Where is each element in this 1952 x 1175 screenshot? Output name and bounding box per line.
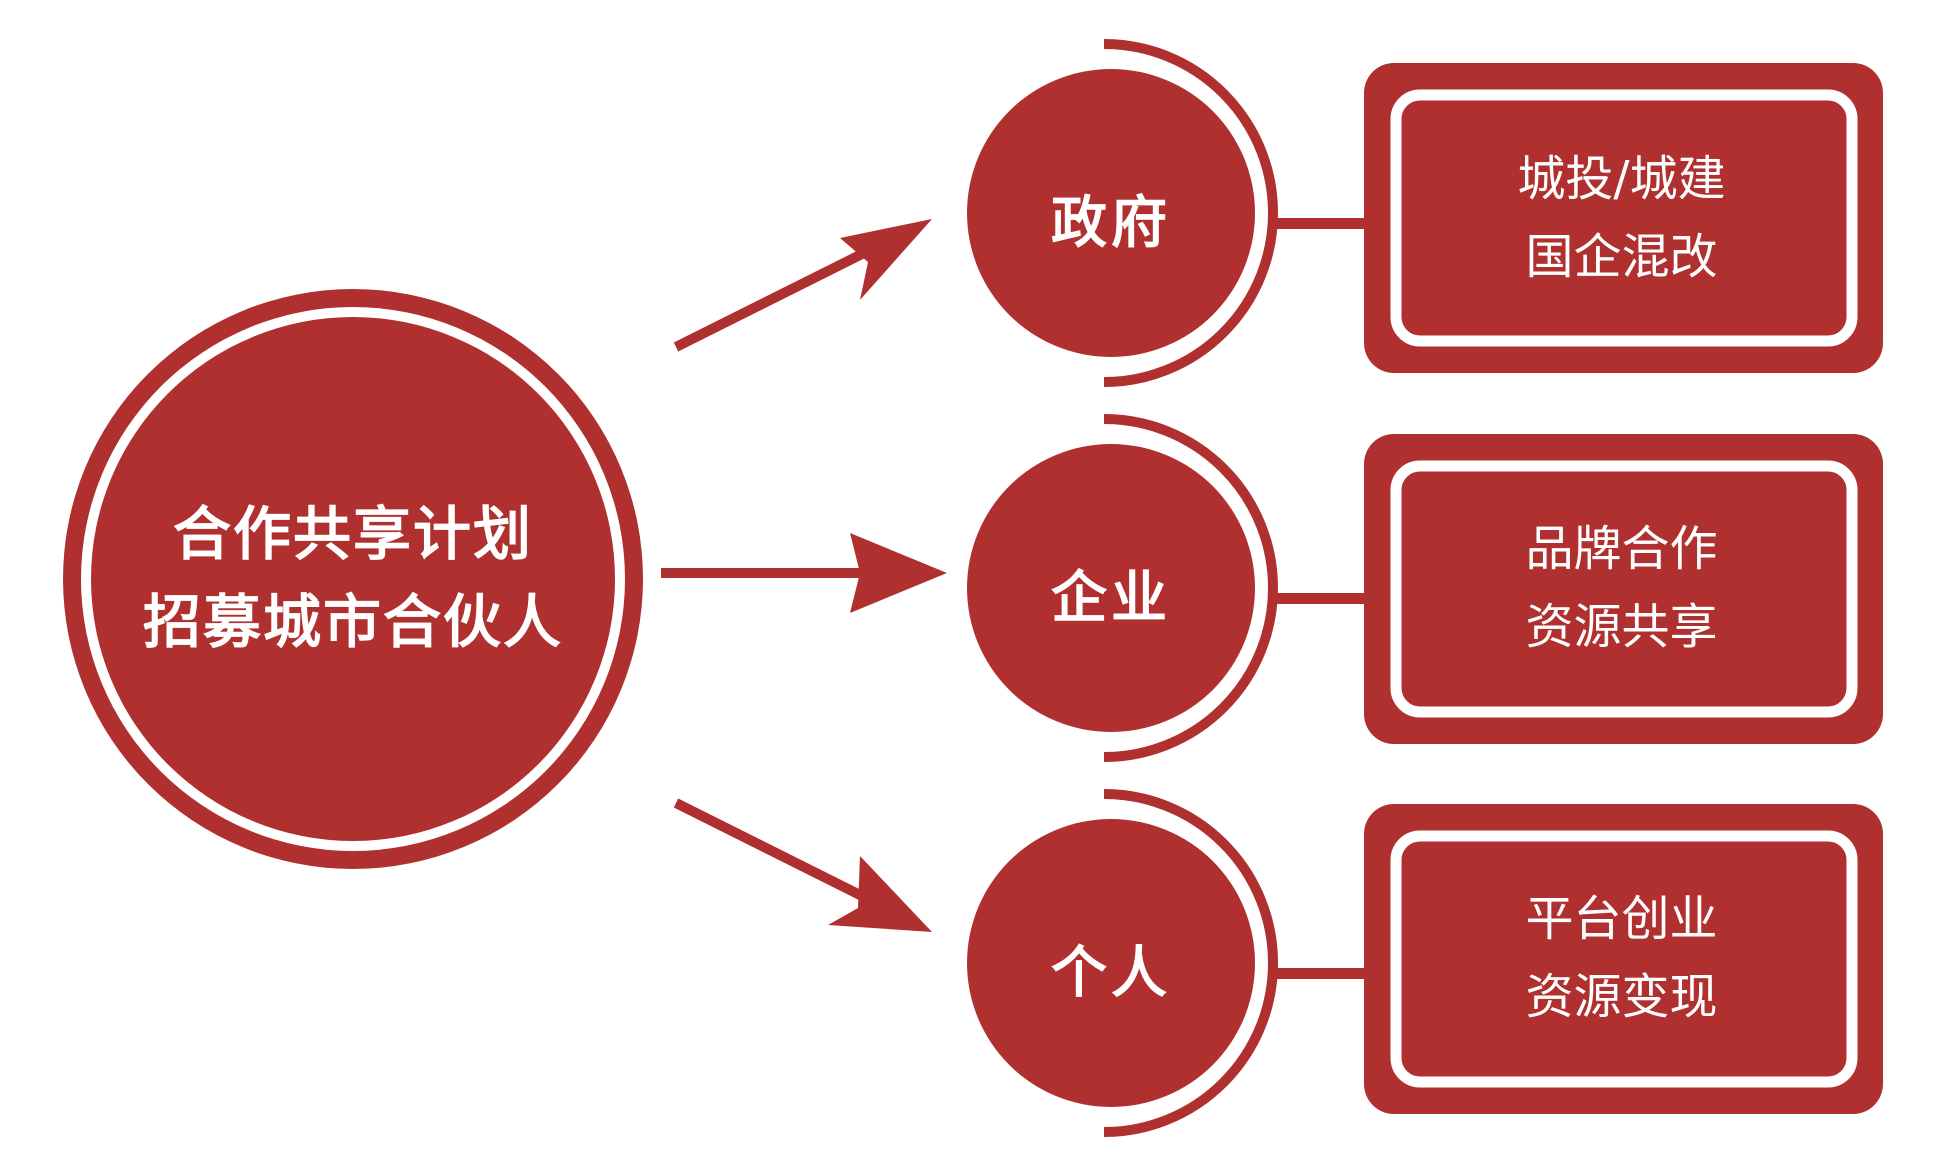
- detail-box-border-government: [1390, 89, 1858, 347]
- node-arc-individual: [1103, 789, 1278, 1137]
- arrow-to-individual: [673, 798, 932, 932]
- detail-box-government: [1364, 63, 1883, 373]
- detail-box-individual-text: 平台创业 资源变现: [1391, 880, 1852, 1036]
- connector-enterprise: [1275, 593, 1370, 604]
- center-circle: [91, 317, 615, 841]
- detail-line: 资源变现: [1525, 969, 1718, 1025]
- node-arc-enterprise: [1103, 414, 1278, 762]
- center-title-line2: 招募城市合伙人: [142, 588, 563, 656]
- connector-individual: [1275, 968, 1370, 979]
- center-title: 合作共享计划 招募城市合伙人: [93, 490, 613, 666]
- detail-line: 国企混改: [1525, 229, 1718, 285]
- node-label-government: 政府: [1051, 191, 1171, 256]
- detail-box-enterprise-text: 品牌合作 资源共享: [1391, 510, 1852, 666]
- detail-line: 平台创业: [1525, 891, 1718, 947]
- arrow-to-government: [673, 219, 932, 352]
- detail-line: 城投/城建: [1517, 151, 1726, 207]
- detail-line: 品牌合作: [1525, 521, 1718, 577]
- node-circle-government: [967, 69, 1255, 357]
- detail-box-border-enterprise: [1390, 460, 1858, 718]
- detail-box-government-text: 城投/城建 国企混改: [1391, 140, 1852, 296]
- center-title-line1: 合作共享计划: [172, 500, 533, 568]
- node-circle-enterprise: [967, 444, 1255, 732]
- node-label-individual: 个人: [1051, 941, 1171, 1006]
- node-label-enterprise: 企业: [1051, 566, 1171, 631]
- arrow-to-enterprise: [661, 533, 947, 613]
- connector-government: [1275, 218, 1370, 229]
- detail-line: 资源共享: [1525, 599, 1718, 655]
- detail-box-enterprise: [1364, 434, 1883, 744]
- detail-box-individual: [1364, 804, 1883, 1114]
- detail-box-border-individual: [1390, 830, 1858, 1088]
- node-arc-government: [1103, 39, 1278, 387]
- node-circle-individual: [967, 819, 1255, 1107]
